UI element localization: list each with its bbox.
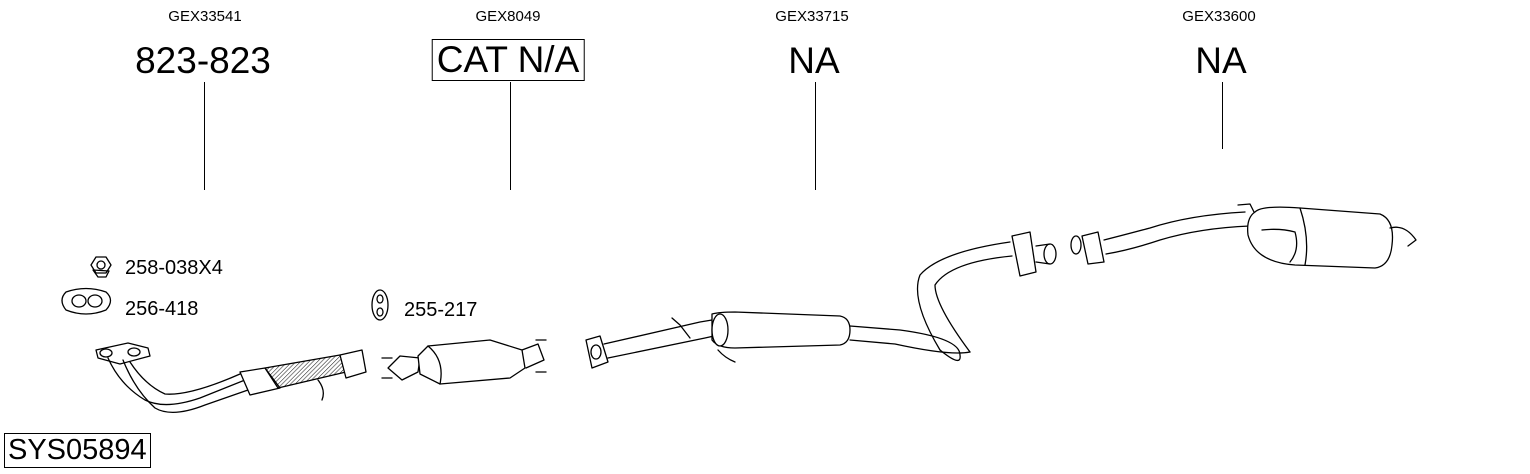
part-label-nut[interactable]: 258-038X4: [125, 257, 223, 279]
part-label-rubber-mount[interactable]: 255-217: [404, 299, 478, 321]
leader-line-rear-silencer: [1222, 82, 1223, 149]
part-number-middle-silencer[interactable]: NA: [788, 40, 840, 81]
part-code-middle-silencer: GEX33715: [775, 8, 849, 25]
nut-icon: [90, 256, 112, 278]
part-number-rear-silencer[interactable]: NA: [1195, 40, 1247, 81]
part-number-catalyst[interactable]: CAT N/A: [431, 39, 585, 81]
front-pipe-drawing: [95, 342, 367, 413]
system-code: SYS05894: [4, 433, 151, 468]
catalyst-drawing: [381, 339, 547, 385]
part-number-front-pipe[interactable]: 823-823: [135, 40, 271, 81]
leader-line-catalyst: [510, 82, 511, 190]
rear-silencer-drawing: [1070, 203, 1417, 269]
part-code-front-pipe: GEX33541: [168, 8, 242, 25]
leader-line-middle-silencer: [815, 82, 816, 190]
middle-silencer-drawing: [585, 231, 1057, 369]
rubber-mount-icon: [371, 289, 389, 321]
part-label-gasket[interactable]: 256-418: [125, 298, 199, 320]
leader-line-front-pipe: [204, 82, 205, 190]
part-code-catalyst: GEX8049: [475, 8, 541, 25]
part-code-rear-silencer: GEX33600: [1182, 8, 1256, 25]
gasket-icon: [61, 287, 112, 315]
